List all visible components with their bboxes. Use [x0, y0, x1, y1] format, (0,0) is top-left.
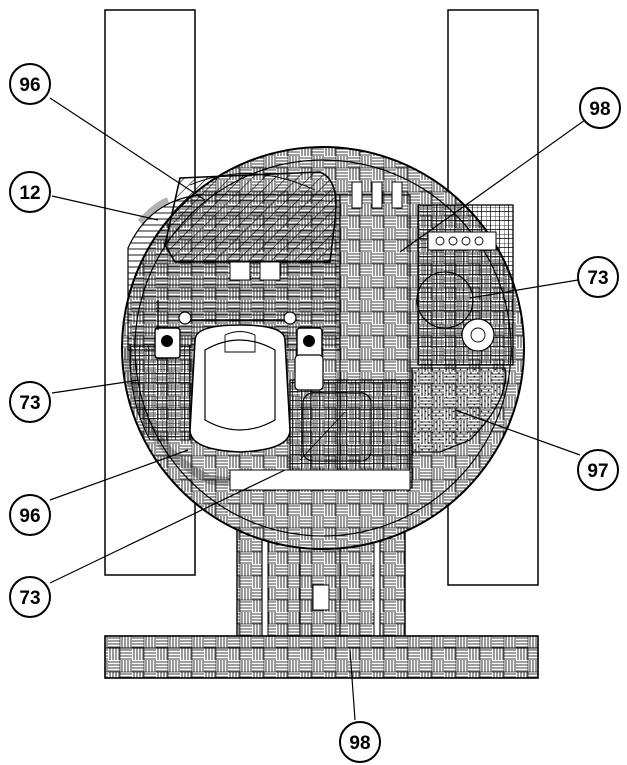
callout-98-bottom: 98 [339, 721, 381, 763]
callout-97: 97 [577, 449, 619, 491]
dozer-blade [104, 635, 539, 679]
callout-96-bottom-text: 96 [19, 506, 40, 527]
callout-97-text: 97 [587, 461, 608, 482]
engine-hood [164, 171, 337, 263]
callout-98-top: 98 [579, 87, 621, 129]
callout-96-top: 96 [9, 63, 51, 105]
callout-12-text: 12 [19, 183, 40, 204]
callout-73-bottom-text: 73 [19, 588, 40, 609]
callout-73-right-text: 73 [587, 268, 608, 289]
callout-98-top-text: 98 [589, 99, 610, 120]
callout-73-bottom: 73 [9, 576, 51, 618]
callout-96-bottom: 96 [9, 494, 51, 536]
callout-12: 12 [9, 171, 51, 213]
fuel-tank [411, 367, 507, 453]
callout-96-top-text: 96 [19, 75, 40, 96]
callout-98-bottom-text: 98 [349, 733, 370, 754]
operator-seat [189, 324, 291, 453]
callout-73-left: 73 [9, 381, 51, 423]
callout-73-right: 73 [577, 256, 619, 298]
leader-lines [49, 97, 586, 721]
upper-swing-body [121, 146, 525, 550]
callout-73-left-text: 73 [19, 393, 40, 414]
